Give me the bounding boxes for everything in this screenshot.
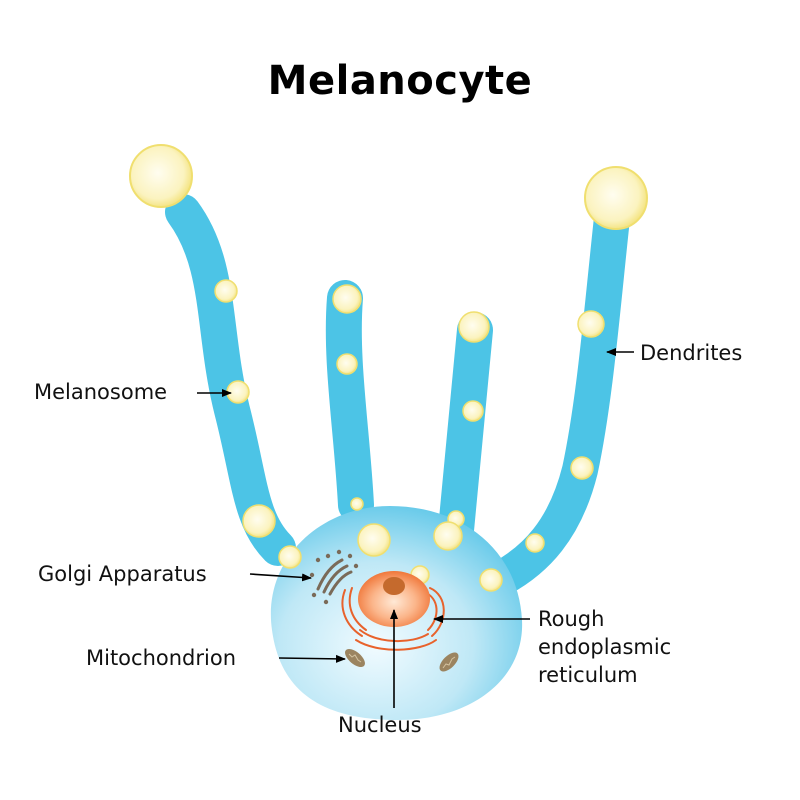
melanosome: [571, 457, 593, 479]
label-nucleus: Nucleus: [338, 711, 422, 739]
dendrite-right: [502, 218, 612, 578]
label-rough-line-1: Rough: [538, 605, 671, 633]
melanosome-tip-left: [130, 145, 192, 207]
label-rough-endoplasmic-reticulum: Rough endoplasmic reticulum: [538, 605, 671, 689]
melanosome: [279, 546, 301, 568]
dendrite-center-right: [456, 330, 475, 530]
melanosome: [358, 524, 390, 556]
melanosome: [434, 522, 462, 550]
diagram-title: Melanocyte: [0, 58, 800, 104]
melanosome: [459, 312, 489, 342]
melanosome: [333, 285, 361, 313]
dendrite-center-left: [344, 298, 356, 505]
melanosome: [337, 354, 357, 374]
label-dendrites: Dendrites: [640, 339, 742, 367]
label-rough-line-3: reticulum: [538, 661, 671, 689]
label-rough-line-2: endoplasmic: [538, 633, 671, 661]
melanosome-tip-right: [585, 167, 647, 229]
dendrite-left: [183, 212, 278, 548]
melanosome: [243, 505, 275, 537]
melanosome: [351, 498, 363, 510]
label-melanosome: Melanosome: [34, 378, 167, 406]
label-golgi-apparatus: Golgi Apparatus: [38, 560, 207, 588]
arrow-mitochondrion: [279, 658, 345, 659]
melanosome: [578, 311, 604, 337]
nucleolus: [383, 577, 405, 595]
melanosome: [526, 534, 544, 552]
melanosome: [227, 381, 249, 403]
melanosome: [463, 401, 483, 421]
tip-melanosomes: [130, 145, 647, 229]
melanosome: [215, 280, 237, 302]
label-mitochondrion: Mitochondrion: [86, 644, 236, 672]
melanosome: [480, 569, 502, 591]
